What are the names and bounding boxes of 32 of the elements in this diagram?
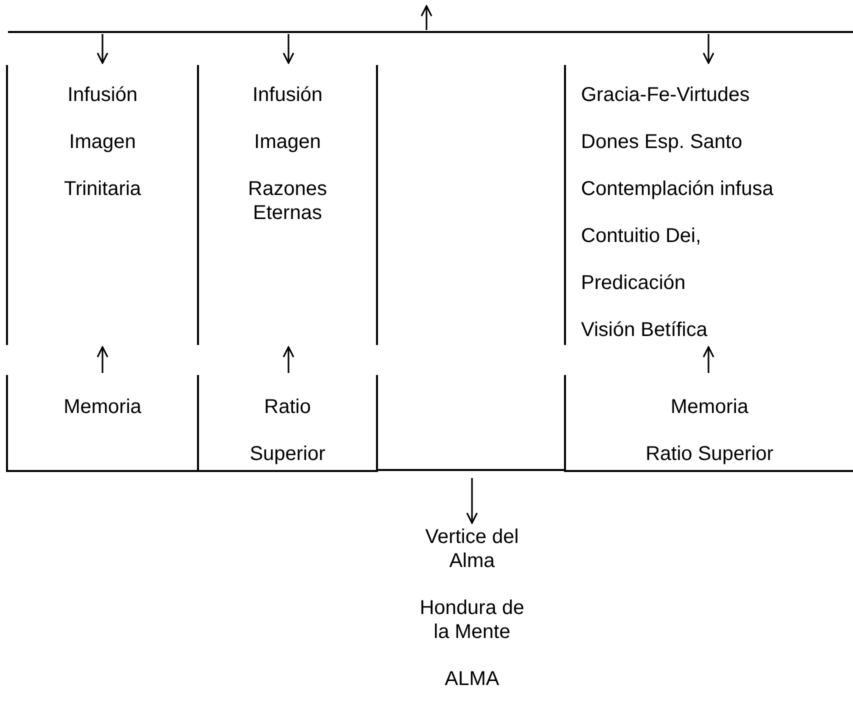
arrow <box>96 346 108 373</box>
term-label: Contemplación infusa <box>581 177 774 201</box>
term-label: Visión Betífica <box>581 318 708 342</box>
table-cell <box>6 375 199 472</box>
arrow <box>702 346 714 373</box>
table-cell <box>564 375 853 472</box>
table-cell <box>199 375 378 472</box>
term-label: Superior <box>248 442 326 466</box>
term-label: Infusión <box>251 83 324 107</box>
arrow <box>96 34 108 64</box>
table-cell <box>6 65 199 345</box>
arrow <box>702 34 714 64</box>
term-label: Dones Esp. Santo <box>581 130 744 154</box>
term-label: Infusión <box>66 83 139 107</box>
arrow <box>420 5 432 30</box>
term-label: ALMA <box>444 667 500 691</box>
term-label: Contuitio Dei, <box>581 224 702 248</box>
term-label: Razones Eternas <box>247 177 328 225</box>
arrow <box>282 346 294 373</box>
term-label: Ratio <box>263 395 312 419</box>
term-label: Memoria <box>62 395 142 419</box>
arrow <box>466 478 478 524</box>
term-label: Imagen <box>253 130 322 154</box>
arrow <box>282 34 294 64</box>
term-label: Ratio Superior <box>644 442 774 466</box>
term-label: Imagen <box>68 130 137 154</box>
term-label: Vertice del Alma <box>424 525 520 573</box>
term-label: Trinitaria <box>62 177 142 201</box>
term-label: Predicación <box>581 271 687 295</box>
term-label: Gracia-Fe-Virtudes <box>581 83 751 107</box>
term-label: Memoria <box>670 395 750 419</box>
term-label: Hondura de la Mente <box>418 596 526 644</box>
